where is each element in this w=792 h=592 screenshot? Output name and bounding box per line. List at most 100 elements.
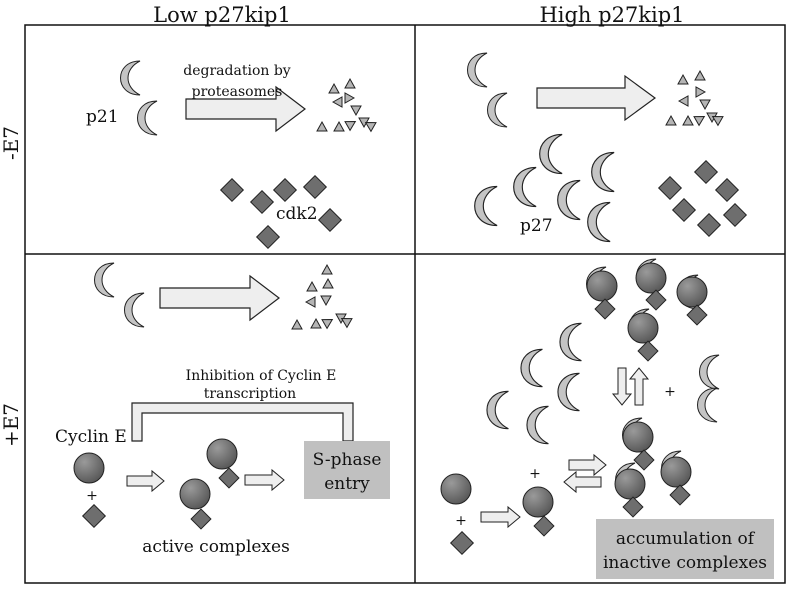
p21-crescent-icon	[120, 60, 141, 96]
fragment-icon	[310, 318, 322, 329]
fragment-icon	[332, 96, 343, 108]
p21-crescents-high	[467, 52, 508, 128]
p27-crescent-icon	[486, 390, 509, 430]
fragment-icon	[695, 86, 706, 98]
inactive-complex	[586, 266, 618, 320]
cdk2-diamond-icon	[696, 212, 722, 238]
cdk2-label: cdk2	[276, 204, 318, 224]
cyclin-e-label: Cyclin E	[55, 427, 127, 447]
active-complex	[206, 438, 240, 489]
column-header-low: Low p27kip1	[153, 3, 291, 27]
cdk2-diamond-icon	[722, 202, 748, 228]
cdk2-diamond-icon	[255, 224, 281, 250]
cdk2-diamond-icon	[533, 515, 555, 537]
quadrant-high-plus-e7: + +	[440, 258, 774, 579]
fragment-icon	[305, 296, 316, 308]
cdk2-diamond-icon	[671, 197, 697, 223]
fragment-icon	[321, 264, 333, 275]
inactive-complex	[676, 274, 708, 326]
cdk2-diamonds	[219, 174, 343, 250]
inactive-complex	[627, 308, 659, 362]
cdk2-diamond-icon	[317, 207, 343, 233]
cyclin-e-ball-icon	[522, 486, 554, 518]
p21-crescent-icon	[467, 52, 488, 88]
degradation-arrow-e7	[159, 274, 280, 322]
binding-arrow-2	[244, 468, 285, 492]
fragment-icon	[322, 278, 334, 289]
fragment-icon	[350, 105, 362, 116]
accumulation-label-line1: accumulation of	[616, 529, 756, 549]
p27-crescent-icon	[474, 185, 498, 227]
fragment-icon	[344, 116, 359, 131]
s-phase-box	[304, 441, 390, 499]
p27-crescent-icon	[697, 387, 718, 423]
fragment-icon	[328, 83, 340, 94]
fragment-icon	[316, 121, 328, 132]
accumulation-label-line2: inactive complexes	[603, 553, 767, 573]
cdk2-diamond-icon	[218, 467, 240, 489]
degraded-fragments-high	[665, 70, 724, 126]
cyclin-e-ball-icon	[206, 438, 238, 470]
inactive-complexes-top	[586, 258, 708, 362]
p27-crescent-icon	[539, 133, 563, 175]
fragment-icon	[699, 99, 711, 110]
active-complex	[179, 478, 212, 530]
cdk2-diamond-icon	[657, 175, 683, 201]
cyclin-e-ball-icon	[622, 421, 654, 453]
cyclin-e-ball-icon	[614, 468, 646, 500]
binding-arrow-1	[126, 469, 165, 493]
p27-crescent-icon	[699, 354, 720, 390]
p21-crescent-icon	[94, 262, 115, 298]
cdk2-diamond-icon	[81, 503, 107, 529]
inhibition-bracket	[131, 402, 354, 442]
inactive-complex	[622, 417, 655, 471]
cdk2-diamond-icon	[637, 340, 659, 362]
fragment-icon	[677, 74, 689, 85]
degraded-fragments	[316, 78, 377, 132]
p21-crescents-e7	[94, 262, 145, 328]
fragment-icon	[306, 281, 318, 292]
cdk2-diamond-icon	[622, 496, 644, 518]
cyclin-e-ball-icon	[660, 456, 692, 488]
degradation-arrow	[185, 85, 306, 133]
cdk2-diamond-icon	[594, 298, 616, 320]
cdk2-diamond-icon	[302, 174, 328, 200]
p27-crescent-icon	[526, 405, 549, 445]
row-header-plus-e7: +E7	[0, 403, 23, 447]
proteasomes-label: proteasomes	[192, 84, 283, 100]
column-header-high: High p27kip1	[539, 3, 684, 27]
accumulation-box	[596, 519, 774, 579]
inhibition-label-line1: Inhibition of Cyclin E	[186, 368, 337, 384]
fragment-icon	[693, 111, 708, 126]
inactive-complex	[614, 462, 646, 518]
plus-sign: +	[664, 384, 676, 400]
p21-crescent-icon	[124, 292, 145, 328]
cdk2-diamond-icon	[686, 304, 708, 326]
cyclin-e-ball-icon	[586, 270, 618, 302]
fragment-icon	[320, 295, 332, 306]
s-phase-label-line1: S-phase	[313, 450, 382, 470]
plus-sign: +	[455, 513, 467, 529]
inhibition-label-line2: transcription	[204, 386, 296, 402]
cyclin-e-ball-icon	[627, 312, 659, 344]
inactive-complexes-right	[614, 417, 692, 518]
inactive-complex	[660, 450, 692, 506]
quadrant-high-minus-e7: p27	[467, 52, 748, 243]
cdk2-diamond-icon	[714, 177, 740, 203]
cyclin-e-ball-icon	[179, 478, 211, 510]
cdk2-diamond-icon	[693, 159, 719, 185]
p27-crescent-icon	[559, 322, 582, 362]
plus-sign: +	[86, 488, 98, 504]
cyclin-e-ball-icon	[635, 262, 667, 294]
inactive-complex	[635, 258, 667, 311]
fragment-icon	[665, 115, 677, 126]
cdk2-diamond-icon	[669, 484, 691, 506]
fragment-icon	[682, 115, 694, 126]
binding-arrow-3	[480, 505, 521, 529]
p21-crescent-icon	[137, 100, 158, 136]
plus-sign: +	[529, 466, 541, 482]
active-complexes-label: active complexes	[142, 537, 290, 557]
cyclin-e-ball-icon	[440, 473, 472, 505]
cdk2-diamond-icon	[449, 530, 475, 556]
